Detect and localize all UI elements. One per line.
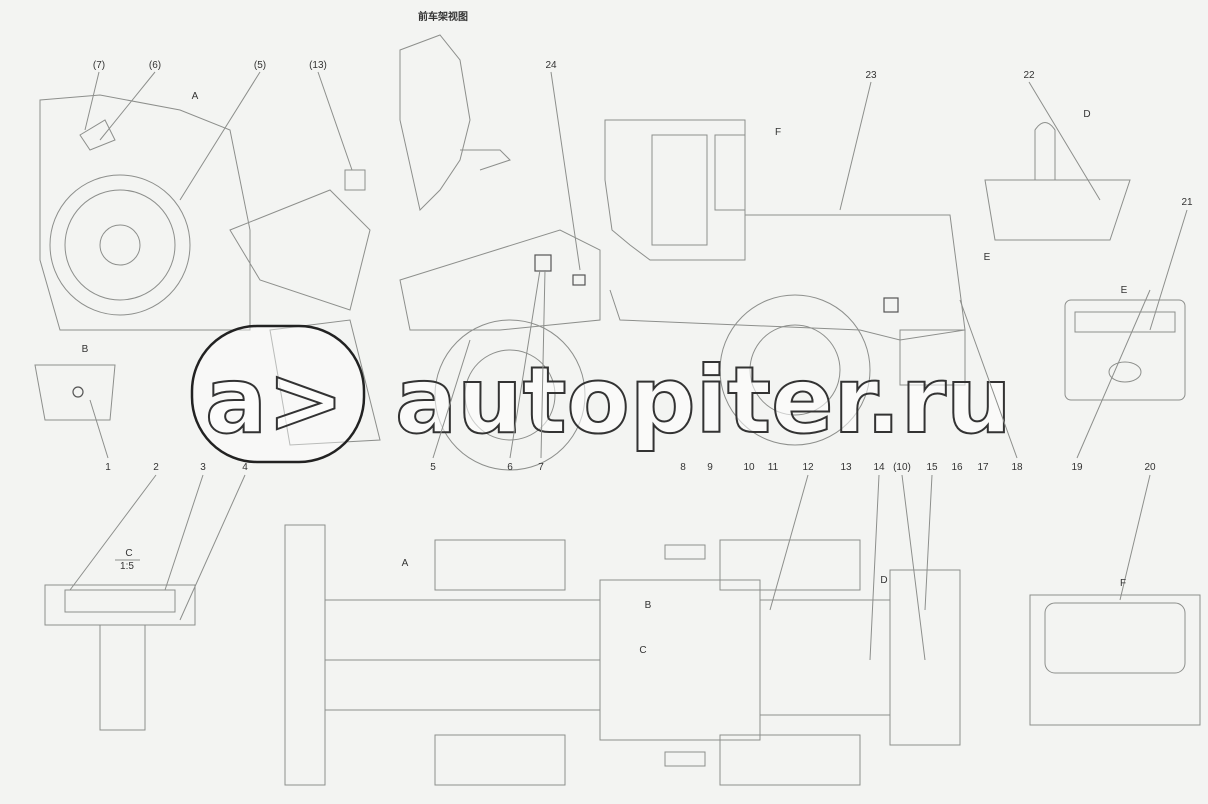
view-f	[1029, 594, 1201, 726]
callout: 6	[507, 462, 513, 473]
callout: 19	[1071, 462, 1083, 473]
callout: 5	[430, 462, 436, 473]
callout: 8	[680, 462, 686, 473]
view-scale: 1:5	[120, 561, 134, 572]
callout: 24	[545, 60, 557, 71]
watermark-text: autopiter.ru	[395, 347, 1012, 454]
callout: 10	[743, 462, 755, 473]
callout: 20	[1144, 462, 1156, 473]
callout: 2	[153, 462, 159, 473]
callout: 16	[951, 462, 963, 473]
callout: (5)	[254, 60, 266, 71]
view-label: D	[880, 575, 887, 586]
callout: 17	[977, 462, 989, 473]
callout: 9	[707, 462, 713, 473]
view-e	[1064, 299, 1186, 401]
boom-view	[344, 34, 511, 211]
view-label: C	[125, 548, 132, 559]
callout: 1	[105, 462, 111, 473]
view-label: E	[984, 252, 991, 263]
callout: 18	[1011, 462, 1023, 473]
callout: 3	[200, 462, 206, 473]
callouts-top: (7) (6) (5) (13) 24 23 22 21	[84, 60, 1193, 331]
callout: 13	[840, 462, 852, 473]
view-label: F	[775, 127, 781, 138]
top-view	[284, 524, 961, 786]
watermark-logo: a>	[205, 347, 344, 454]
callout: (10)	[893, 462, 911, 473]
callout: 12	[802, 462, 814, 473]
view-label: B	[82, 344, 89, 355]
callout: 14	[873, 462, 885, 473]
callout: (6)	[149, 60, 161, 71]
callout: 22	[1023, 70, 1035, 81]
drawing-title: 前车架视图	[418, 10, 468, 23]
view-label: A	[192, 91, 199, 102]
callout: 4	[242, 462, 248, 473]
callout: 21	[1181, 197, 1193, 208]
view-d	[984, 122, 1131, 241]
callout: (7)	[93, 60, 105, 71]
side-view-left	[39, 94, 371, 331]
watermark: a> autopiter.ru	[190, 324, 1013, 464]
main-loader-side-view	[269, 119, 966, 471]
view-label: A	[402, 558, 409, 569]
view-label: E	[1121, 285, 1128, 296]
callout: (13)	[309, 60, 327, 71]
callout: 23	[865, 70, 877, 81]
view-label: F	[1120, 578, 1126, 589]
view-b	[34, 364, 116, 421]
callout: 11	[768, 462, 779, 473]
view-labels: A F E D E B C 1:5 A B C D F	[82, 91, 1128, 656]
view-c	[44, 584, 196, 731]
callout: 15	[926, 462, 938, 473]
view-label: C	[639, 645, 646, 656]
view-label: B	[645, 600, 652, 611]
view-label: D	[1083, 109, 1090, 120]
callout: 7	[538, 462, 544, 473]
callouts-bottom: 1 2 3 4 5 6 7 8 9 10 11 12 13 14 (10) 15…	[69, 269, 1156, 661]
